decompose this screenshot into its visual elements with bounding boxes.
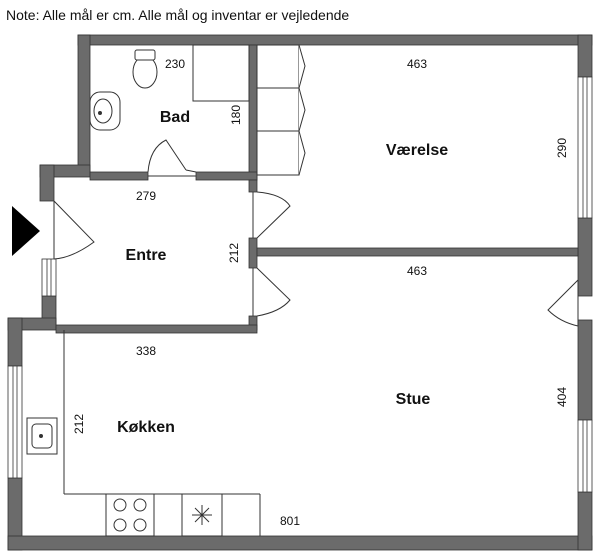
- dimension-labels: 230 180 463 290 279 212 463 404 338 212 …: [72, 57, 569, 528]
- wall-right-bottom: [577, 491, 593, 551]
- walls: [7, 34, 593, 551]
- dim-bad-width: 230: [165, 57, 185, 71]
- room-label-bad: Bad: [160, 109, 190, 126]
- wall-top: [77, 34, 593, 46]
- room-label-vaerelse: Værelse: [386, 142, 448, 159]
- kitchen-sink-icon: [26, 417, 58, 455]
- sink-icon: [89, 91, 121, 131]
- dim-vaerelse-height: 290: [555, 138, 569, 158]
- stove-icon: [105, 493, 155, 537]
- room-label-entre: Entre: [126, 247, 167, 264]
- dim-entre-height: 212: [227, 243, 241, 263]
- window-vaerelse: [577, 76, 593, 219]
- shower-area: [192, 44, 250, 102]
- dim-total-width: 801: [280, 514, 300, 528]
- door-bad: [147, 139, 197, 177]
- wall-kitchen-left-upper: [7, 317, 23, 367]
- dim-bad-height: 180: [229, 105, 243, 125]
- dim-stue-width: 463: [407, 264, 427, 278]
- window-kokken: [7, 365, 23, 479]
- room-label-kokken: Køkken: [117, 419, 175, 436]
- dim-entre-width: 279: [136, 189, 156, 203]
- bathroom-fixtures: [89, 44, 250, 131]
- wall-vaerelse-bottom: [256, 247, 579, 257]
- wall-bath-right: [248, 44, 258, 181]
- windows: [7, 76, 593, 493]
- door-vaerelse: [252, 191, 291, 239]
- wall-right-top: [577, 34, 593, 78]
- wardrobe: [256, 44, 306, 176]
- dim-kokken-width: 338: [136, 344, 156, 358]
- wall-bath-bottom-left: [89, 171, 149, 181]
- window-stue: [577, 419, 593, 493]
- wall-right-lower: [577, 319, 593, 421]
- fridge-icon: [181, 493, 223, 537]
- door-stue: [252, 267, 291, 317]
- dim-kokken-height: 212: [72, 414, 86, 434]
- dim-vaerelse-width: 463: [407, 57, 427, 71]
- kitchen-fixtures: [26, 330, 261, 537]
- wall-bath-left: [77, 34, 91, 176]
- wall-right-mid: [577, 217, 593, 297]
- wall-entre-left-upper: [39, 164, 55, 202]
- door-entrance: [53, 200, 95, 260]
- wall-bath-bottom-right: [195, 171, 258, 181]
- wall-entre-right-mid: [248, 237, 258, 269]
- floorplan-note: Note: Alle mål er cm. Alle mål og invent…: [6, 7, 350, 23]
- doors: [53, 139, 579, 327]
- room-labels: Bad Værelse Entre Stue Køkken: [117, 109, 448, 436]
- wall-bottom: [7, 535, 593, 551]
- toilet-icon: [132, 49, 158, 89]
- entrance-arrow-icon: [12, 206, 40, 256]
- wall-entre-right-upper: [248, 179, 258, 193]
- room-label-stue: Stue: [396, 391, 431, 408]
- door-balcony: [547, 279, 579, 327]
- window-entre: [41, 258, 57, 297]
- dim-stue-height: 404: [555, 387, 569, 407]
- wall-entre-bottom: [55, 324, 258, 334]
